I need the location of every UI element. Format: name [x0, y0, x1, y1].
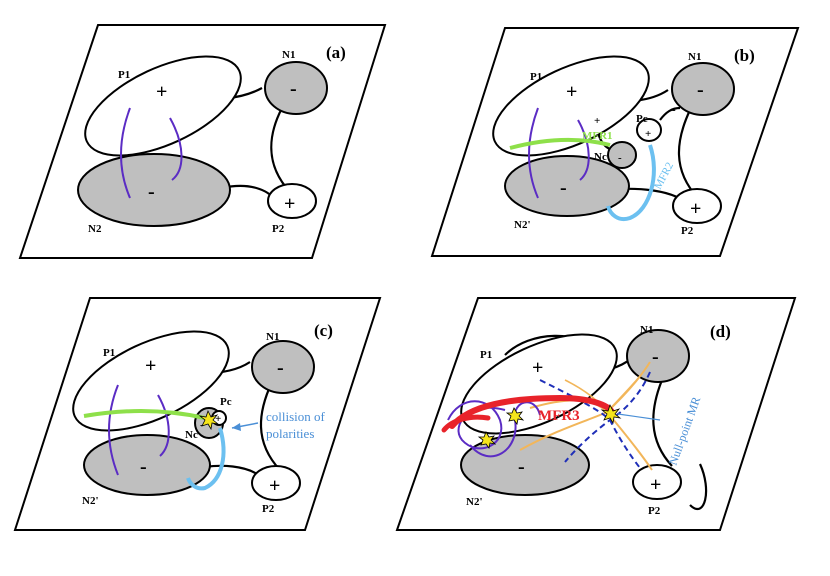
p2-sign: +	[284, 193, 295, 215]
p2-sign-d: +	[650, 474, 661, 496]
n2-region	[77, 153, 231, 227]
pc-label-b: Pc	[636, 113, 648, 125]
n2-label: N2	[88, 223, 102, 235]
panel-d-label: (d)	[710, 322, 731, 341]
n1-label: N1	[282, 49, 295, 61]
n1-sign-b: -	[697, 79, 704, 101]
n2-region-c	[83, 434, 211, 496]
annotation-line2: polarities	[266, 426, 314, 441]
loop-n1-p2-d	[652, 379, 673, 467]
p1-sign-b: +	[566, 81, 577, 103]
panel-a-label: (a)	[326, 43, 346, 62]
nc-sign-b: -	[618, 152, 622, 164]
p1-sign: +	[156, 81, 167, 103]
minus-mark-b: -	[672, 104, 676, 116]
loop-n1-p2-c	[259, 381, 281, 471]
nc-label-b: Nc	[594, 151, 607, 163]
purple-loop-2-b	[577, 119, 590, 181]
n2-sign-b: -	[560, 177, 567, 199]
annotation-arrow-head	[232, 423, 241, 431]
p2-region-d	[632, 464, 682, 500]
p2-label-b: P2	[681, 225, 694, 237]
p2-label-d: P2	[648, 505, 661, 517]
p2-region-b	[672, 188, 722, 224]
pc-sign-c: +	[215, 413, 221, 425]
mfr1-rope-c	[83, 409, 206, 420]
p2-sign-b: +	[690, 198, 701, 220]
mfr3-label: MFR3	[538, 408, 580, 424]
mfr3-rope	[449, 394, 615, 429]
plus-mark-b: +	[594, 115, 600, 127]
panel-b-label: (b)	[734, 46, 755, 65]
mfr2-rope	[606, 144, 656, 221]
null-point-spark	[600, 403, 622, 425]
nc-label-c: Nc	[185, 429, 198, 441]
reconnection-spark-2	[477, 431, 497, 449]
p2-sign-c: +	[269, 475, 280, 497]
panel-c-label: (c)	[314, 321, 333, 340]
collision-spark-c	[198, 409, 220, 431]
pc-label-c: Pc	[220, 396, 232, 408]
n1-region	[264, 61, 328, 115]
n1-sign-c: -	[277, 357, 284, 379]
p1-sign-c: +	[145, 355, 156, 377]
p2-region-c	[251, 465, 301, 501]
purple-loop-2-c	[157, 394, 170, 457]
p2-label: P2	[272, 223, 285, 235]
n2-label-d: N2'	[466, 496, 483, 508]
p1-sign-d: +	[532, 357, 543, 379]
n2-label-c: N2'	[82, 495, 99, 507]
pc-region-b	[636, 118, 662, 142]
n1-label-c: N1	[266, 331, 279, 343]
mfr1-label: MFR1	[582, 130, 613, 142]
n1-label-d: N1	[640, 324, 653, 336]
reconnection-spark-1	[505, 407, 525, 425]
n2-sign: -	[148, 181, 155, 203]
n1-label-b: N1	[688, 51, 701, 63]
n2-region-b	[504, 155, 630, 217]
p1-label-b: P1	[530, 71, 542, 83]
n1-region-c	[251, 340, 315, 394]
nc-region-b	[607, 141, 637, 169]
n1-region-d	[626, 329, 690, 383]
n1-sign-d: -	[652, 346, 659, 368]
p2-label-c: P2	[262, 503, 275, 515]
null-dash-2	[564, 371, 651, 463]
purple-loop-2	[169, 117, 183, 181]
mfr2-rope-c	[186, 427, 226, 491]
pc-sign-b: +	[645, 128, 651, 140]
mfr1-rope	[509, 137, 611, 150]
purple-loop-1-b	[528, 107, 539, 199]
panel-a: (a) + - - + P1 N1 N2 P2	[18, 24, 387, 259]
small-loop-2-b	[659, 106, 681, 121]
mfr3-rope-end	[441, 414, 491, 433]
panel-b: (b) MFR1 MFR2 + - - + + - + - P1 N1 N2' …	[430, 27, 800, 257]
p1-label-c: P1	[103, 347, 115, 359]
p2-region	[267, 183, 317, 219]
nc-sign-c: -	[200, 419, 204, 431]
n2-label-b: N2'	[514, 219, 531, 231]
loop-n1-p2	[270, 107, 291, 193]
p1-label: P1	[118, 69, 130, 81]
panel-d: (d) MFR3 Null-point MR + - - +	[395, 297, 797, 531]
purple-loop-1	[120, 107, 131, 199]
annotation-line1: collision of	[266, 409, 326, 424]
n2-sign-c: -	[140, 456, 147, 478]
purple-loop-1-c	[108, 384, 119, 476]
n1-sign: -	[290, 78, 297, 100]
plane-d	[395, 297, 797, 531]
null-point-pointer	[617, 413, 661, 421]
n2-region-d	[460, 434, 590, 496]
n2-sign-d: -	[518, 456, 525, 478]
panel-c: (c) collision of polarities + - - + + - …	[13, 297, 382, 531]
loop-p2-tail-d	[689, 463, 708, 510]
n1-region-b	[671, 62, 735, 116]
p1-label-d: P1	[480, 349, 492, 361]
